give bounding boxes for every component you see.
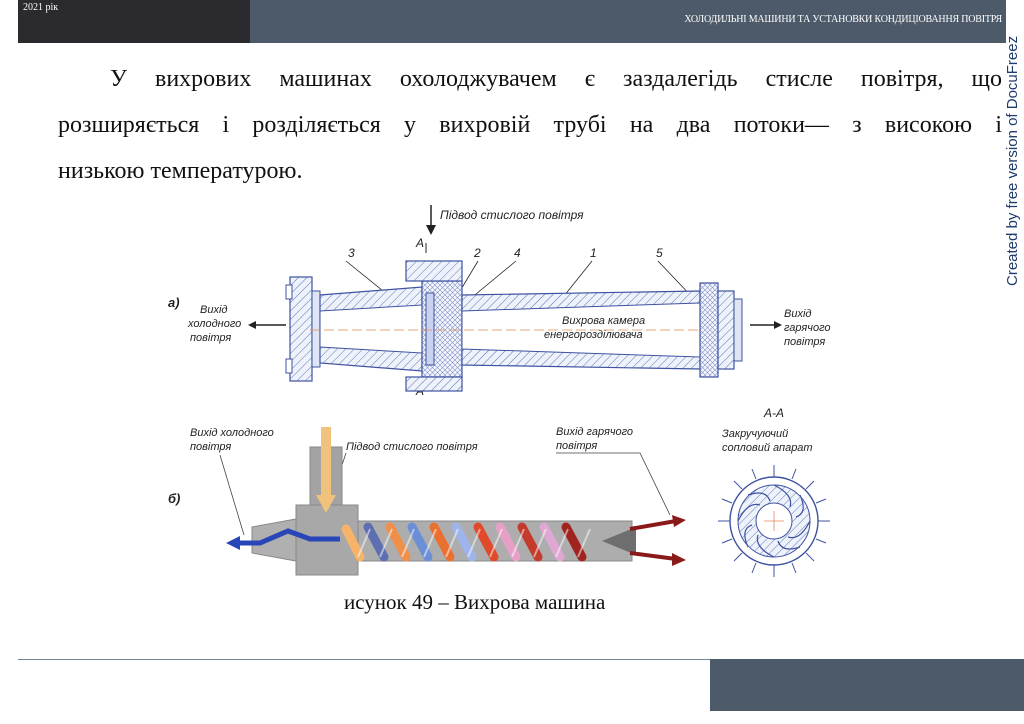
left-flange	[289, 276, 313, 382]
part-number-3: 3	[348, 246, 355, 260]
right-flange	[717, 290, 735, 370]
footer-block	[710, 659, 1024, 711]
watermark: Created by free version of DocuFreez	[1004, 35, 1021, 286]
cold-out-a-line3: повітря	[190, 332, 231, 344]
part-number-2: 2	[473, 246, 481, 260]
part-number-5: 5	[656, 246, 663, 260]
cold-out-b-line2: повітря	[190, 441, 231, 453]
footer-rule	[18, 659, 710, 660]
header-right-bar: ХОЛОДИЛЬНІ МАШИНИ ТА УСТАНОВКИ КОНДИЦІОВ…	[250, 0, 1006, 43]
cold-out-a-line2: холодного	[187, 318, 241, 330]
part-number-4: 4	[514, 246, 521, 260]
section-label-line2: сопловий апарат	[722, 442, 813, 454]
section-title: А-А	[763, 406, 784, 420]
figure-svg: а) Підвод стислого повітря А А 3 2 4 1 5…	[168, 205, 831, 577]
swirl-nozzle-section	[718, 465, 830, 577]
throttle-valve	[699, 282, 719, 378]
hot-out-a-line2: гарячого	[784, 322, 831, 334]
hot-out-a-line3: повітря	[784, 336, 825, 348]
paragraph-line: низькою температурою.	[58, 158, 303, 184]
header-left-bar: 2021 рік	[18, 0, 250, 43]
cold-out-b-line1: Вихід холодного	[190, 427, 274, 439]
part-b-label: б)	[168, 491, 180, 506]
supply-label-a: Підвод стислого повітря	[440, 208, 584, 222]
cold-out-a-line1: Вихід	[200, 304, 227, 316]
chamber-line1: Вихрова камера	[562, 315, 645, 327]
supply-label-b: Підвод стислого повітря	[346, 441, 478, 453]
figure-caption: исунок 49 – Вихрова машина	[344, 590, 606, 614]
section-mark-top: А	[415, 236, 424, 250]
header-title: ХОЛОДИЛЬНІ МАШИНИ ТА УСТАНОВКИ КОНДИЦІОВ…	[684, 14, 1002, 25]
chamber-line2: енергорозділювача	[544, 329, 643, 341]
hot-out-a-line1: Вихід	[784, 308, 811, 320]
supply-inlet	[405, 260, 463, 282]
supply-arrow-head	[426, 225, 436, 235]
part-a-label: а)	[168, 295, 180, 310]
part-number-1: 1	[590, 246, 597, 260]
vortex-machine-figure: а) Підвод стислого повітря А А 3 2 4 1 5…	[160, 195, 860, 585]
section-label-line1: Закручуючий	[722, 428, 788, 440]
paragraph-line: розширяється і розділяється у вихровій т…	[58, 112, 1002, 138]
paragraph-line: У вихрових машинах охолоджувачем є зазда…	[110, 66, 1002, 92]
hot-out-b-line1: Вихід гарячого	[556, 426, 633, 438]
cold-diaphragm	[251, 518, 297, 562]
header-year: 2021 рік	[23, 2, 59, 13]
hot-out-b-line2: повітря	[556, 440, 597, 452]
body-paragraph: У вихрових машинах охолоджувачем є зазда…	[58, 56, 1002, 194]
hot-valve	[602, 527, 636, 555]
